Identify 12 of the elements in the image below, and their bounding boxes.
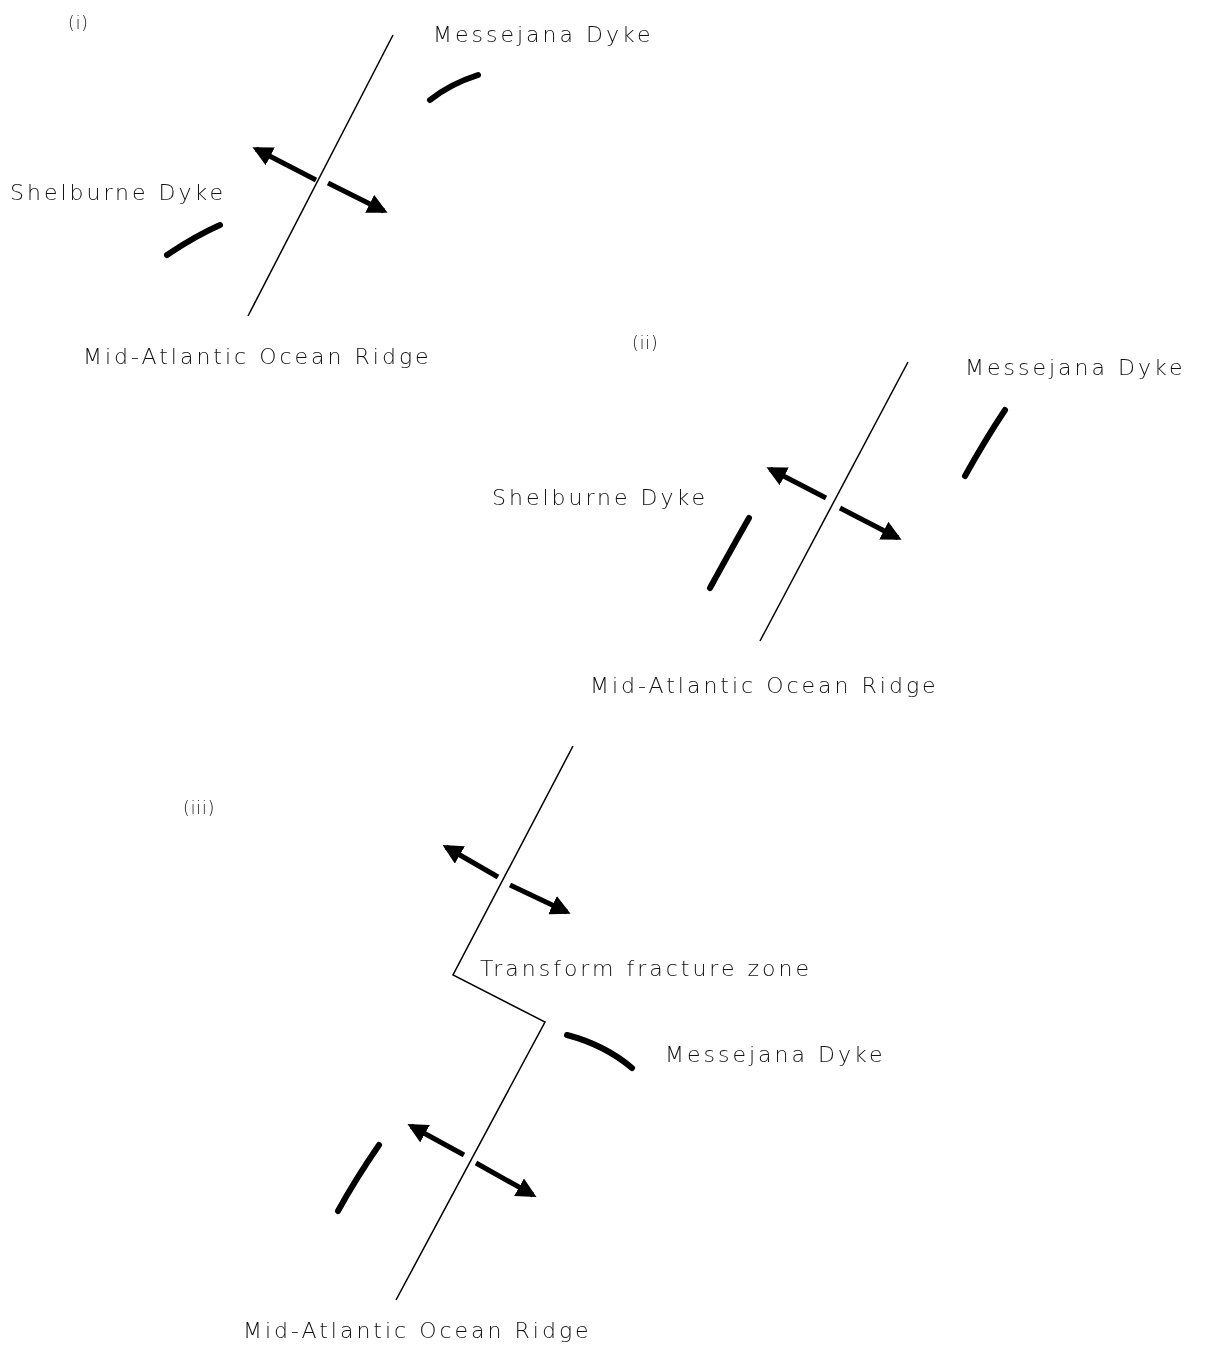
dyke-label: Messejana Dyke xyxy=(665,1042,886,1068)
dyke-label: Messejana Dyke xyxy=(965,355,1186,381)
fracture-zone-label: Transform fracture zone xyxy=(480,956,812,982)
ridge-label: Mid-Atlantic Ocean Ridge xyxy=(83,344,432,370)
ridge-label: Mid-Atlantic Ocean Ridge xyxy=(590,673,939,699)
panel-label: (ii) xyxy=(632,332,659,355)
dyke-label: Shelburne Dyke xyxy=(492,485,709,511)
panel-label: (i) xyxy=(68,12,89,35)
panel-label: (iii) xyxy=(183,797,216,820)
ridge-label: Mid-Atlantic Ocean Ridge xyxy=(243,1318,592,1344)
dyke-label: Messejana Dyke xyxy=(433,22,654,48)
dyke-label: Shelburne Dyke xyxy=(10,180,227,206)
